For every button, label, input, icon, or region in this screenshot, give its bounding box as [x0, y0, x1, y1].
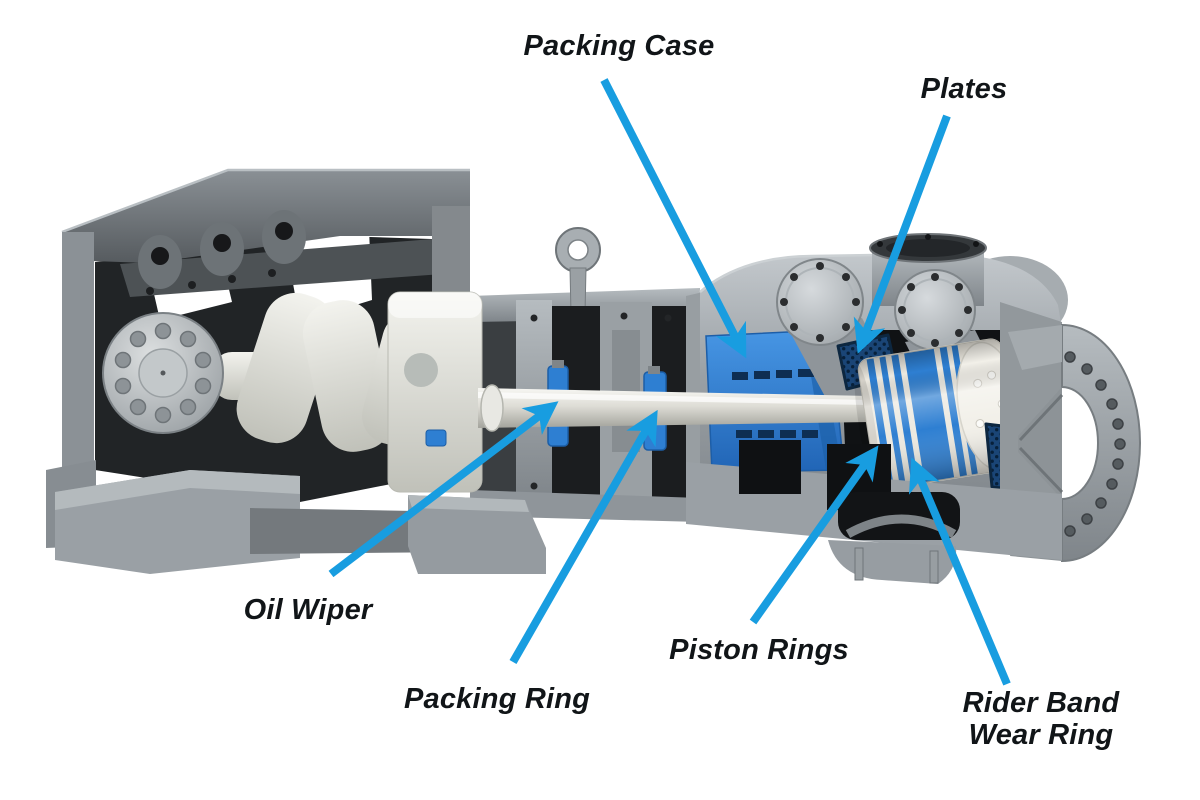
- bearing-bosses: [138, 210, 306, 295]
- leader-arrows: [328, 78, 1011, 686]
- label-rider-band-line1: Rider Band: [962, 687, 1120, 720]
- label-rider-band-wear-ring: Rider Band Wear Ring: [962, 687, 1120, 752]
- label-packing-ring: Packing Ring: [403, 683, 591, 716]
- packing-ring-arrow: [509, 409, 658, 664]
- rider-band-arrow: [908, 457, 1011, 686]
- label-oil-wiper: Oil Wiper: [243, 594, 373, 627]
- cylinder-base: [686, 440, 1062, 584]
- crosshead: [387, 291, 483, 493]
- plates-arrow: [853, 114, 951, 354]
- piston-rings-arrow: [749, 445, 879, 625]
- packing-case-arrow: [600, 78, 747, 359]
- lifting-eye: [555, 227, 601, 315]
- oil-wiper-arrow: [328, 401, 559, 578]
- label-plates: Plates: [920, 73, 1008, 106]
- piston-rod: [478, 384, 870, 432]
- coupling-flange: [102, 312, 224, 434]
- label-piston-rings: Piston Rings: [669, 634, 849, 667]
- label-rider-band-line2: Wear Ring: [968, 719, 1114, 751]
- label-packing-case: Packing Case: [523, 30, 715, 63]
